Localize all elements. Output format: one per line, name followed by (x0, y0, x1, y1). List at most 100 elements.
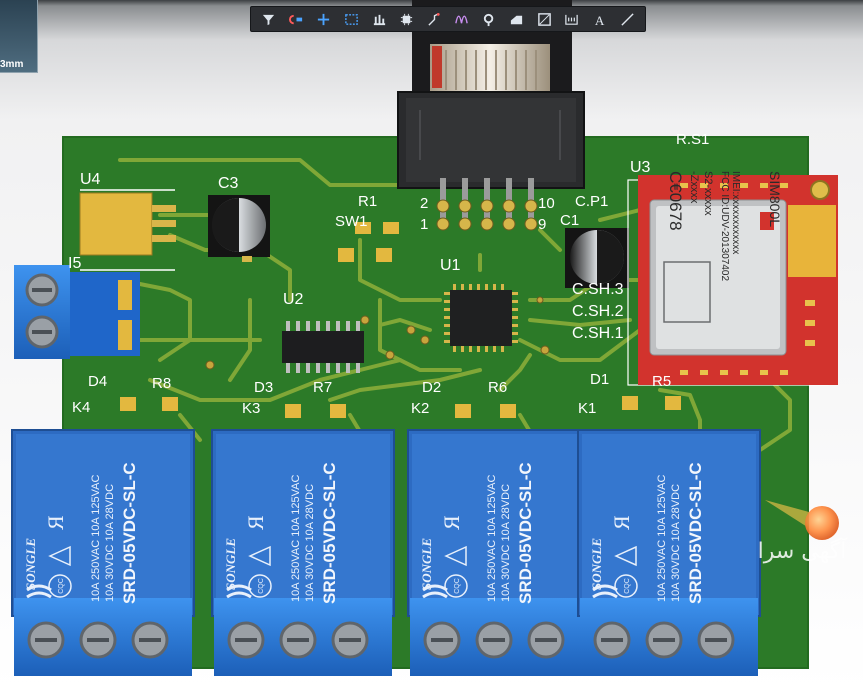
text-button[interactable]: A (590, 9, 609, 29)
scale-label: 3mm (0, 59, 24, 70)
align-button[interactable] (370, 9, 389, 29)
relay-logo-icon (226, 584, 252, 599)
relay-rating-1: 10A 250VAC 10A 125VAC (90, 475, 102, 602)
copper-traces (118, 158, 792, 457)
relay-brand: SONGLE (589, 538, 604, 590)
cqc-mark (444, 574, 468, 598)
watermark-logo (765, 500, 839, 540)
dimension-icon (565, 14, 579, 25)
relay-brand: SONGLE (23, 538, 38, 590)
region-icon (538, 12, 551, 26)
polygon-icon (511, 15, 523, 24)
relay-brand: SONGLE (419, 538, 434, 590)
warning-triangle-icon (444, 545, 467, 567)
silk-label-d3: D3 (254, 379, 274, 396)
silk-label-r1: R1 (358, 193, 378, 210)
component-icon (400, 13, 413, 25)
silk-label-cp1: C.P1 (575, 193, 609, 210)
u4-regulator (79, 189, 176, 271)
silk-label-csh1: C.SH.1 (572, 325, 624, 342)
relay-model: SRD-05VDC-SL-C (516, 462, 535, 604)
filter-icon (263, 14, 275, 25)
silk-label-pin1: 1 (420, 216, 429, 233)
silk-label-rs1: R.S1 (676, 131, 710, 148)
relay-ul-mark: Я (43, 515, 68, 530)
crosshair-icon (318, 13, 330, 25)
r1-sw1-pads (338, 222, 399, 262)
relay-rating-1: 10A 250VAC 10A 125VAC (486, 475, 498, 602)
silk-label-i5: I5 (68, 255, 82, 272)
place-button[interactable] (314, 9, 333, 29)
net-highlight-button[interactable] (287, 9, 306, 29)
silk-label-csh3: C.SH.3 (572, 281, 624, 298)
silk-label-k3: K3 (242, 400, 261, 417)
cqc-mark (248, 574, 272, 598)
relay-ul-mark: Я (439, 515, 464, 530)
silk-label-pin10: 10 (538, 195, 555, 212)
relay-logo-icon (592, 584, 618, 599)
component-button[interactable] (397, 9, 416, 29)
silk-label-r7: R7 (313, 379, 333, 396)
line-button[interactable] (618, 9, 637, 29)
silk-label-pin9: 9 (538, 216, 547, 233)
silk-label-u2: U2 (283, 291, 304, 308)
silk-label-d4: D4 (88, 373, 108, 390)
silk-label-pin2: 2 (420, 195, 429, 212)
led-resistor-pads (120, 396, 681, 418)
watermark-text: آگهی سرا (758, 537, 848, 564)
silk-label-k1: K1 (578, 400, 597, 417)
relay-rating-2: 10A 30VDC 10A 28VDC (104, 484, 116, 602)
silk-label-u1: U1 (440, 257, 461, 274)
relay-rating-2: 10A 30VDC 10A 28VDC (304, 484, 316, 602)
dimension-button[interactable] (562, 9, 581, 29)
pcb-toolbar: A (250, 6, 646, 32)
diff-pair-button[interactable] (452, 9, 471, 29)
silk-label-r6: R6 (488, 379, 508, 396)
relay-ul-mark: Я (609, 515, 634, 530)
silk-label-u4: U4 (80, 171, 101, 188)
relay-model: SRD-05VDC-SL-C (686, 462, 705, 604)
relay-terminal (580, 598, 758, 676)
vias (205, 296, 550, 370)
silk-label-sw1: SW1 (335, 213, 368, 230)
polygon-button[interactable] (507, 9, 526, 29)
u1-mcu (444, 284, 518, 352)
gsm-line-2: FCC ID:UDV-201307402 (719, 171, 730, 281)
silk-label-k4: K4 (72, 399, 91, 416)
c3-capacitor (208, 195, 270, 262)
filter-button[interactable] (259, 9, 278, 29)
i5-terminal (14, 265, 140, 359)
text-icon: A (595, 13, 605, 27)
warning-triangle-icon (248, 545, 271, 567)
relay-logo-icon (26, 584, 52, 599)
relay-rating-2: 10A 30VDC 10A 28VDC (670, 484, 682, 602)
silk-label-r5: R5 (652, 373, 672, 390)
gsm-line-4: -Zxxxx (688, 171, 700, 204)
region-button[interactable] (535, 9, 554, 29)
svg-text:CQC: CQC (258, 578, 265, 594)
gsm-ce: C€0678 (666, 171, 685, 231)
via-button[interactable] (480, 9, 499, 29)
silk-label-c3: C3 (218, 175, 239, 192)
silk-label-r8: R8 (152, 375, 172, 392)
select-rect-button[interactable] (342, 9, 361, 29)
relay-terminal (410, 598, 588, 676)
relay-ul-mark: Я (243, 515, 268, 530)
silk-label-d2: D2 (422, 379, 442, 396)
u2-ic (282, 321, 364, 373)
cqc-mark (614, 574, 638, 598)
silk-label-c1: C1 (560, 212, 580, 229)
gsm-line-3: S2-xxxxx (702, 171, 714, 216)
scale-indicator: 3mm (0, 0, 38, 73)
relay-terminal (214, 598, 392, 676)
relay-rating-1: 10A 250VAC 10A 125VAC (290, 475, 302, 602)
svg-text:CQC: CQC (624, 578, 631, 594)
align-icon (373, 14, 385, 25)
route-button[interactable] (425, 9, 444, 29)
relay-terminal (14, 598, 192, 676)
gsm-model: SIM800L (767, 171, 783, 227)
